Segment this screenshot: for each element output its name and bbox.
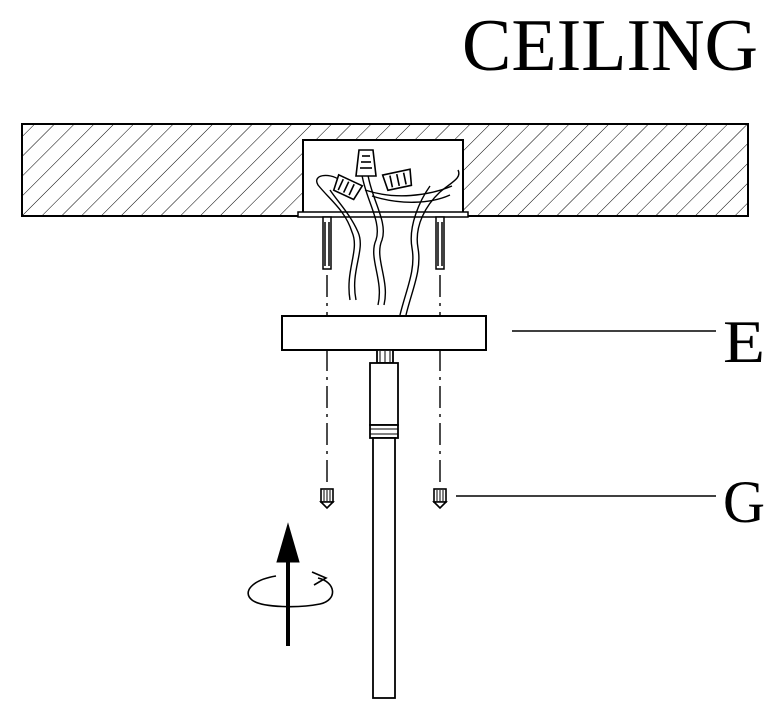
- wire-connectors: [332, 149, 413, 201]
- canopy-screws: [319, 488, 448, 510]
- wiring: [316, 169, 460, 316]
- screw-right: [432, 488, 448, 510]
- alignment-lines: [326, 275, 441, 485]
- diagram-title: CEILING: [462, 5, 758, 87]
- canopy-label: E: [723, 309, 765, 375]
- canopy: [281, 315, 487, 351]
- stem-assembly: [369, 349, 399, 699]
- arrow-up-icon: [276, 522, 300, 646]
- mounting-studs: [322, 216, 445, 270]
- rotate-clockwise-icon: [247, 571, 334, 608]
- screw-left: [319, 488, 335, 510]
- screw-label: G: [723, 469, 765, 535]
